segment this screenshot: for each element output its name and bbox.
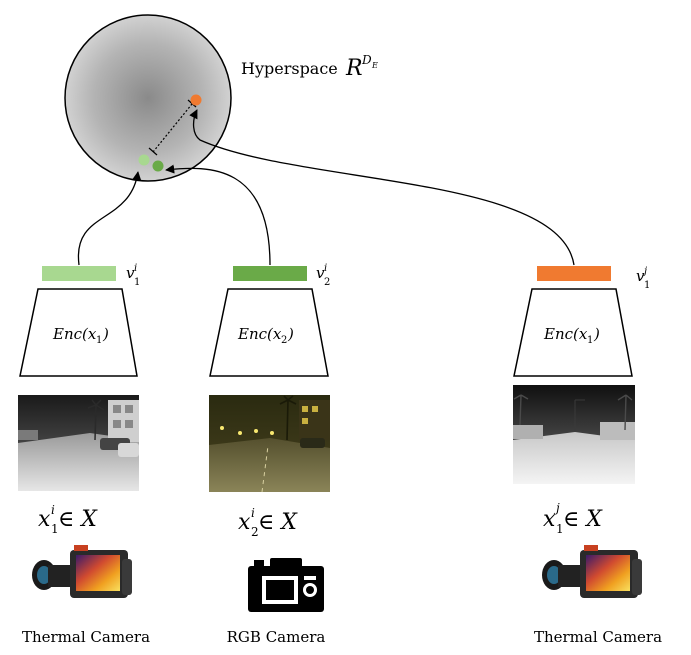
svg-text:∈ X: ∈ X <box>258 510 298 535</box>
embedding-bar-v2i <box>233 266 307 281</box>
encoder-label-2: Enc(x 2 ) <box>237 325 294 346</box>
arrow-v2i <box>165 164 271 266</box>
caption-thermal-camera-1: Thermal Camera <box>22 628 150 646</box>
arrow-v1j <box>189 109 575 266</box>
encoder-label-1: Enc(x 1 ) <box>52 325 109 346</box>
svg-text:): ) <box>287 325 294 343</box>
svg-text:2: 2 <box>251 525 259 539</box>
caption-thermal-camera-2: Thermal Camera <box>534 628 662 646</box>
svg-text:Enc(x: Enc(x <box>543 325 588 343</box>
svg-text:Enc(x: Enc(x <box>52 325 97 343</box>
hyperspace-sub-superscript: E <box>371 61 378 70</box>
svg-text:x: x <box>38 507 51 532</box>
svg-text:i: i <box>51 503 55 517</box>
embedding-bar-v1j <box>537 266 611 281</box>
svg-text:i: i <box>324 263 327 274</box>
svg-text:v: v <box>636 267 645 285</box>
svg-text:Enc(x: Enc(x <box>237 325 282 343</box>
svg-text:2: 2 <box>281 335 287 346</box>
hyperspace-superscript: D <box>361 53 372 67</box>
svg-text:): ) <box>593 325 600 343</box>
svg-text:j: j <box>642 266 647 277</box>
input-label-1: x i 1 ∈ X <box>38 503 98 536</box>
thermal-image-1 <box>18 395 139 491</box>
svg-text:1: 1 <box>587 335 593 346</box>
input-label-2: x i 2 ∈ X <box>238 506 298 539</box>
thermal-image-2 <box>513 385 635 484</box>
encoder-label-3: Enc(x 1 ) <box>543 325 600 346</box>
svg-text:x: x <box>543 507 556 532</box>
embedding-point-v2i <box>152 160 164 172</box>
distance-cap-bottom <box>148 147 158 156</box>
svg-text:1: 1 <box>96 335 102 346</box>
svg-text:i: i <box>251 506 255 520</box>
svg-text:v: v <box>316 264 325 282</box>
encoder-trapezoid-1 <box>19 288 138 377</box>
rgb-camera-icon <box>248 558 324 612</box>
thermal-camera-icon <box>542 545 642 598</box>
input-label-3: x j 1 ∈ X <box>543 501 603 536</box>
svg-text:∈ X: ∈ X <box>58 507 98 532</box>
embedding-bar-v1i <box>42 266 116 281</box>
svg-text:v: v <box>126 264 135 282</box>
encoder-trapezoid-3 <box>513 288 633 377</box>
encoder-trapezoid-2 <box>209 288 329 377</box>
caption-rgb-camera: RGB Camera <box>227 628 326 646</box>
thermal-camera-icon <box>32 545 132 598</box>
svg-text:j: j <box>553 501 560 515</box>
arrow-v1i <box>77 171 142 266</box>
svg-text:x: x <box>238 510 251 535</box>
embedding-label-v1j: v j 1 <box>636 266 650 291</box>
svg-text:1: 1 <box>134 277 140 288</box>
embedding-label-v2i: v i 2 <box>316 263 330 288</box>
hyperspace-label: Hyperspace <box>241 59 338 78</box>
svg-text:i: i <box>134 263 137 274</box>
svg-text:2: 2 <box>324 277 330 288</box>
svg-text:1: 1 <box>556 522 564 536</box>
svg-text:1: 1 <box>644 280 650 291</box>
svg-text:∈ X: ∈ X <box>563 507 603 532</box>
svg-text:): ) <box>102 325 109 343</box>
hyperspace-symbol: R <box>345 56 363 81</box>
rgb-image <box>209 395 330 493</box>
svg-text:1: 1 <box>51 522 59 536</box>
embedding-point-v1i <box>138 154 150 166</box>
embedding-point-v1j <box>190 94 202 106</box>
hyperspace-sphere <box>64 14 232 182</box>
embedding-label-v1i: v i 1 <box>126 263 140 288</box>
